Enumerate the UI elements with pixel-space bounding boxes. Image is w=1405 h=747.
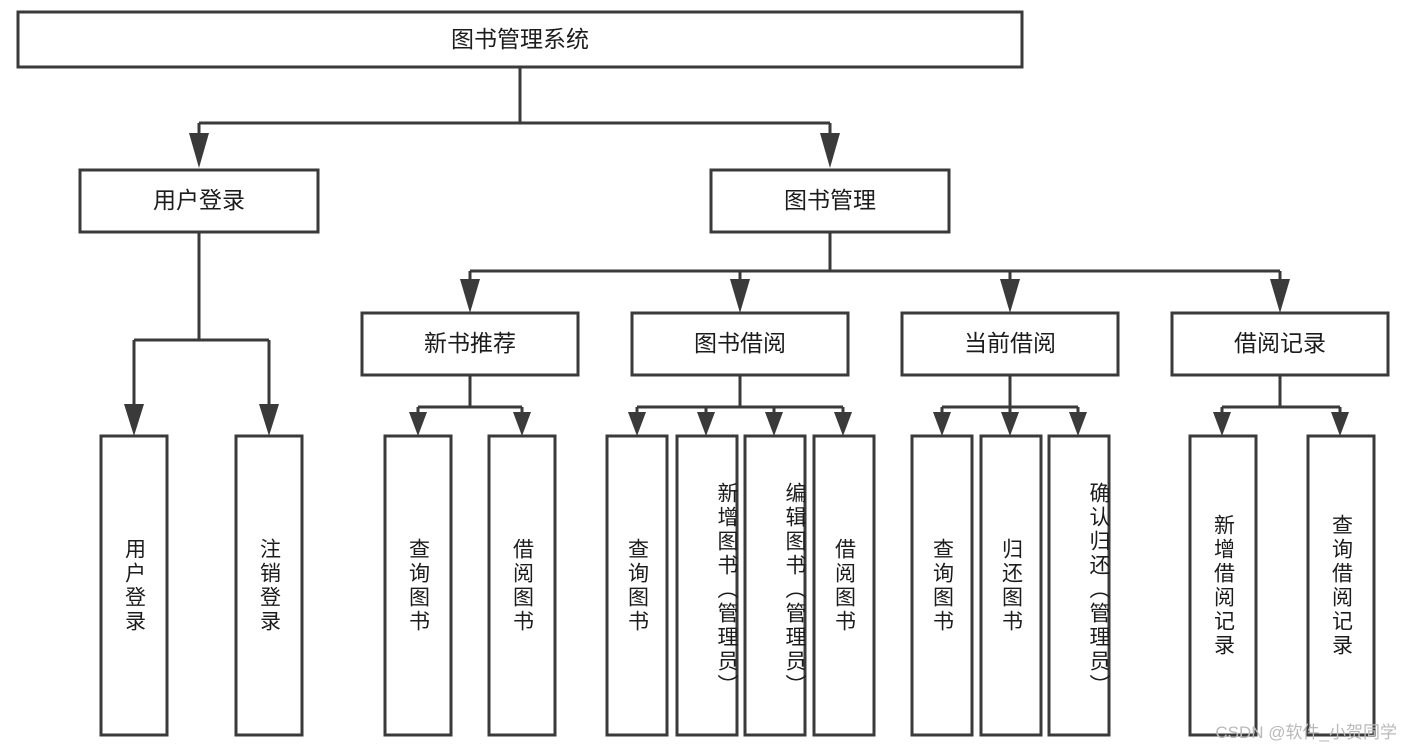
arrow-bb-to-leaf-borrow-book (834, 412, 852, 436)
arrow-bb-to-leaf-query-book (628, 412, 646, 436)
node-new-book-recommend-label: 新书推荐 (424, 330, 516, 356)
node-leaf-query-record-box[interactable] (1306, 434, 1376, 737)
node-current-borrow-box[interactable] (900, 311, 1120, 377)
node-root-book-management-system[interactable]: 图书管理系统 (16, 10, 1024, 69)
arrow-bb-to-leaf-add-book (697, 412, 715, 436)
node-borrow-record-box[interactable] (1170, 311, 1390, 377)
node-book-manage-box[interactable] (709, 168, 951, 234)
arrow-bm-to-borrow-record (1270, 279, 1290, 313)
node-book-manage-label: 图书管理 (784, 187, 876, 213)
node-new-book-recommend-box[interactable] (360, 311, 580, 377)
arrow-nbr-to-leaf-query-book (409, 412, 427, 436)
arrow-bm-to-new-book-recommend (460, 279, 480, 313)
node-leaf-query-book-2-box[interactable] (605, 434, 669, 737)
arrow-cb-to-leaf-query-book (933, 412, 951, 436)
node-leaf-user-login-box[interactable] (99, 434, 169, 737)
arrow-ul-to-leaf-user-login (124, 404, 144, 436)
connector-group-current-borrow (933, 375, 1087, 436)
connector-group-root (189, 67, 840, 168)
node-leaf-edit-book-box[interactable] (743, 434, 807, 737)
node-user-login-box[interactable] (78, 168, 320, 234)
node-current-borrow-label: 当前借阅 (964, 330, 1056, 356)
node-leaf-borrow-book-2-box[interactable] (812, 434, 876, 737)
node-user-login-label: 用户登录 (153, 187, 245, 213)
node-root-label: 图书管理系统 (451, 26, 589, 52)
node-user-login[interactable]: 用户登录 (78, 168, 320, 234)
node-current-borrow[interactable]: 当前借阅 (900, 311, 1120, 377)
node-book-manage[interactable]: 图书管理 (709, 168, 951, 234)
arrow-cb-to-leaf-confirm-return (1069, 412, 1087, 436)
node-book-borrow-label: 图书借阅 (694, 330, 786, 356)
node-borrow-record-label: 借阅记录 (1234, 330, 1326, 356)
node-leaf-query-book-3-box[interactable] (910, 434, 974, 737)
connector-group-user-login (124, 232, 279, 436)
node-leaf-add-record-box[interactable] (1188, 434, 1258, 737)
connector-group-book-manage (460, 232, 1290, 313)
node-book-borrow-box[interactable] (630, 311, 850, 377)
node-new-book-recommend[interactable]: 新书推荐 (360, 311, 580, 377)
csdn-watermark: CSDN @软件_小贺同学 (1215, 723, 1397, 742)
arrow-root-to-user-login (189, 133, 209, 168)
connector-group-borrow-record (1213, 375, 1349, 436)
node-leaf-confirm-return-box[interactable] (1047, 434, 1111, 737)
arrow-ul-to-leaf-logout-login (259, 404, 279, 436)
arrow-nbr-to-leaf-borrow-book (513, 412, 531, 436)
arrow-br-to-leaf-query-record (1331, 412, 1349, 436)
node-leaf-logout-login-box[interactable] (234, 434, 304, 737)
connector-group-new-book-recommend (409, 375, 531, 436)
node-leaf-query-book-1-box[interactable] (383, 434, 453, 737)
node-borrow-record[interactable]: 借阅记录 (1170, 311, 1390, 377)
node-leaf-borrow-book-1-box[interactable] (487, 434, 557, 737)
arrow-bm-to-book-borrow (730, 279, 750, 313)
arrow-bb-to-leaf-edit-book (765, 412, 783, 436)
arrow-br-to-leaf-add-record (1213, 412, 1231, 436)
node-leaf-add-book-box[interactable] (675, 434, 739, 737)
node-book-borrow[interactable]: 图书借阅 (630, 311, 850, 377)
arrow-root-to-book-manage (820, 133, 840, 168)
node-root-box[interactable] (16, 10, 1024, 69)
connector-group-book-borrow (628, 375, 852, 436)
node-leaf-return-book-box[interactable] (979, 434, 1043, 737)
arrow-bm-to-current-borrow (1000, 279, 1020, 313)
arrow-cb-to-leaf-return-book (1001, 412, 1019, 436)
